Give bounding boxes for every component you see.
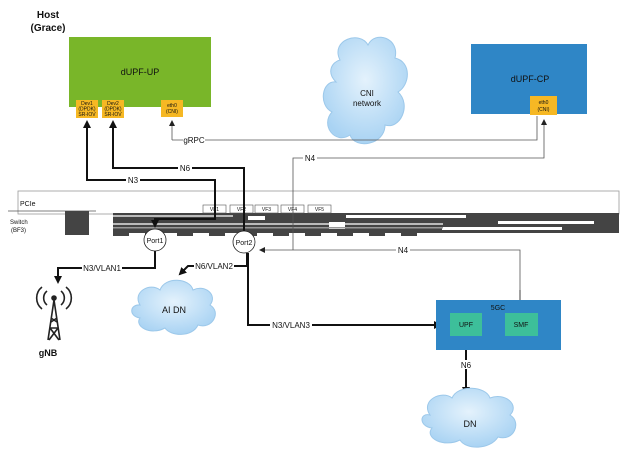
dupf-up-label: dUPF-UP [121, 67, 160, 77]
bf3-switch: PCIe Switch (BF3) [8, 190, 620, 236]
dev1-label: Dev1 [81, 101, 93, 107]
grpc-link [172, 116, 538, 141]
n3-vlan1-label: N3/VLAN1 [83, 264, 121, 273]
up-eth0-type: (CNI) [166, 109, 178, 115]
pcie-label: PCIe [20, 201, 36, 208]
dupf-cp-label: dUPF-CP [511, 74, 550, 84]
port2: Port2 [232, 230, 256, 254]
n4-top-link [292, 119, 547, 250]
host-title: Host [37, 10, 60, 21]
gnb-label: gNB [39, 348, 58, 358]
up-eth0-label: eth0 [167, 103, 177, 109]
n3-up-link [83, 120, 216, 205]
vf5: VF5 [307, 204, 332, 214]
n3-label: N3 [128, 176, 139, 185]
dev2-label: Dev2 [107, 101, 119, 107]
vf3-label: VF3 [262, 207, 271, 213]
dn-label: DN [464, 419, 477, 429]
n3-link [151, 205, 216, 228]
dev2-driver: (DPDK) [104, 107, 122, 113]
vf3: VF3 [254, 204, 279, 214]
vf-list: VF1 VF2 VF3 VF4 VF5 [202, 204, 332, 214]
vf5-label: VF5 [315, 207, 324, 213]
smf-label: SMF [514, 322, 529, 329]
cp-eth0-port: eth0 (CNI) [530, 96, 557, 115]
cni-label-2: network [353, 99, 382, 108]
up-eth0-port: eth0 (CNI) [161, 100, 183, 117]
dev1-driver: (DPDK) [78, 107, 96, 113]
port1: Port1 [143, 228, 167, 252]
port2-label: Port2 [236, 240, 253, 247]
vf4: VF4 [280, 204, 305, 214]
gnb-tower-icon [35, 286, 73, 341]
n6-vlan2-label: N6/VLAN2 [195, 262, 233, 271]
cni-network-cloud: CNI network [322, 36, 408, 145]
n6-dn-label: N6 [461, 361, 472, 370]
n4-top-label: N4 [305, 154, 316, 163]
cp-eth0-type: (CNI) [538, 107, 550, 113]
dupf-up-box: dUPF-UP [69, 37, 211, 107]
ai-dn-label: AI DN [162, 305, 186, 315]
upf-box: UPF [450, 313, 482, 336]
dupf-cp-box: dUPF-CP [471, 44, 587, 114]
dn-cloud: DN [421, 387, 517, 448]
vf2-label: VF2 [237, 207, 246, 213]
dev2-mode: SR-IOV [104, 112, 122, 118]
vf2: VF2 [229, 204, 254, 214]
dev2-port: Dev2 (DPDK) SR-IOV [102, 100, 124, 118]
dev1-port: Dev1 (DPDK) SR-IOV [76, 100, 98, 118]
n3-vlan3-label: N3/VLAN3 [272, 321, 310, 330]
port1-label: Port1 [147, 238, 164, 245]
switch-model: (BF3) [11, 228, 26, 234]
grpc-label: gRPC [183, 136, 205, 145]
smf-box: SMF [505, 313, 538, 336]
ai-dn-cloud: AI DN [131, 279, 216, 335]
upf-label: UPF [459, 322, 473, 329]
host-subtitle: (Grace) [30, 23, 65, 34]
switch-label: Switch [10, 220, 28, 226]
n6-label: N6 [180, 164, 191, 173]
n3-vlan3-link [247, 253, 442, 329]
5gc-label: 5GC [491, 305, 505, 312]
cp-eth0-label: eth0 [539, 100, 549, 106]
n4-bottom-label: N4 [398, 246, 409, 255]
cni-label: CNI [360, 89, 374, 98]
dev1-mode: SR-IOV [78, 112, 96, 118]
